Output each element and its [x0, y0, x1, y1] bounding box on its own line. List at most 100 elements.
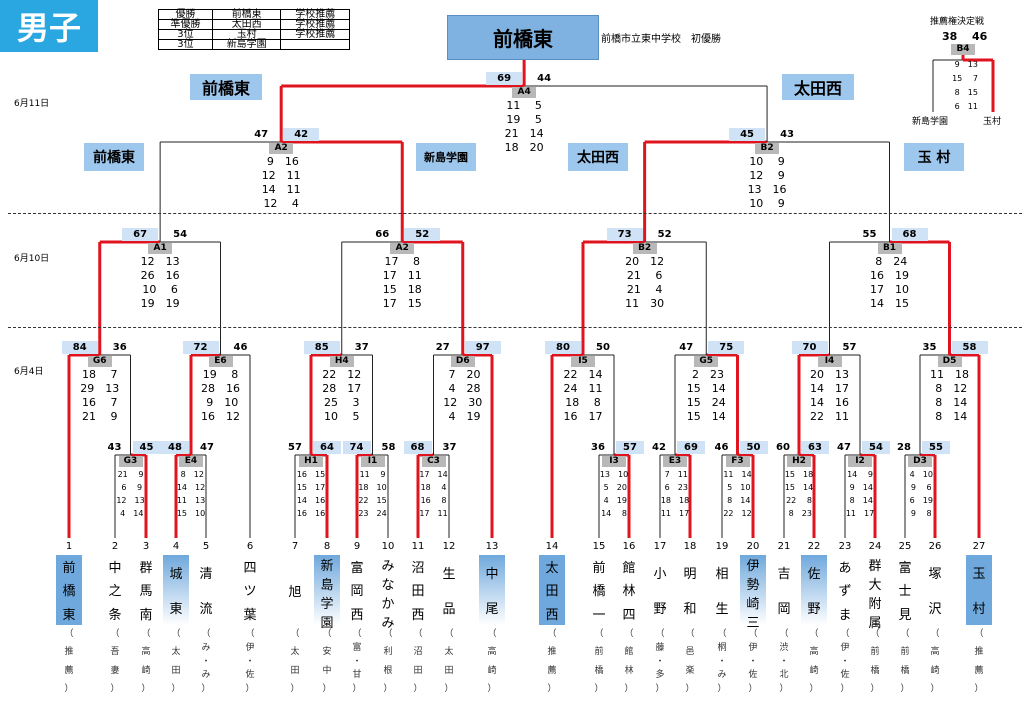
- team-name: 沼田西: [411, 561, 425, 623]
- gender-badge: 男子: [0, 0, 98, 52]
- team-district: （高崎）: [930, 629, 940, 694]
- team-district: （推薦）: [64, 629, 74, 694]
- match-set-scores: 20 13 14 17 14 16 22 11: [810, 368, 849, 423]
- team-number: 19: [715, 541, 729, 552]
- match-score-left: 36: [591, 442, 605, 453]
- team-name: 前橋一: [592, 561, 606, 623]
- team-district: （前橋）: [870, 629, 880, 694]
- team-name: 城東: [163, 555, 189, 625]
- team-district: （利根）: [383, 629, 393, 694]
- match-code: D3: [908, 456, 932, 467]
- match-score-left: 57: [288, 442, 302, 453]
- match-code: C3: [421, 456, 446, 467]
- match-score-right: 58: [381, 442, 396, 453]
- semi-label-3: 太田西: [568, 143, 628, 171]
- match-code: A2: [269, 143, 294, 154]
- match-code: A1: [148, 243, 173, 254]
- match-score-left: 55: [862, 229, 877, 240]
- match-set-scores: 10 9 12 9 13 16 10 9: [747, 155, 787, 210]
- match-score-right: 97: [464, 341, 501, 354]
- match-code: I2: [848, 456, 872, 467]
- match-score-right: 42: [283, 128, 320, 141]
- match-set-scores: 17 8 17 11 15 18 17 15: [382, 255, 422, 310]
- final-left-label: 前橋東: [190, 74, 262, 100]
- team-name: 館林四: [622, 561, 636, 623]
- results-table: 優勝前橋東学校推薦 準優勝太田西学校推薦 3位玉村学校推薦 3位新島学園: [158, 9, 350, 50]
- match-score-right: 55: [922, 441, 950, 454]
- champion-note: 前橋市立東中学校 初優勝: [601, 34, 721, 45]
- playoff-match-code: B4: [951, 44, 975, 55]
- result-team: 新島学園: [211, 39, 282, 50]
- semi-label-1: 前橋東: [84, 143, 144, 171]
- match-code: H4: [329, 356, 354, 367]
- match-set-scores: 14 9 9 14 8 14 11 17: [845, 470, 875, 518]
- team-name: 塚沢: [928, 567, 942, 617]
- match-set-scores: 8 12 14 12 11 13 15 10: [176, 470, 206, 518]
- result-place: 準優勝: [158, 19, 213, 30]
- team-name: 相生: [715, 567, 729, 617]
- match-score-left: 67: [122, 228, 159, 241]
- match-score-left: 85: [303, 341, 340, 354]
- team-number: 13: [485, 541, 499, 552]
- match-score-right: 69: [677, 441, 705, 454]
- result-note: 学校推薦: [280, 29, 350, 40]
- team-number: 7: [291, 541, 299, 552]
- match-set-scores: 22 14 24 11 18 8 16 17: [563, 368, 603, 423]
- match-code: D5: [937, 356, 962, 367]
- team-district: （藤・多）: [655, 629, 665, 694]
- match-score-right: 50: [596, 342, 610, 353]
- team-number: 6: [246, 541, 254, 552]
- match-score-right: 57: [842, 342, 857, 353]
- match-score-right: 64: [313, 441, 341, 454]
- team-district: （太田）: [444, 629, 454, 694]
- match-code: F3: [725, 456, 750, 467]
- match-score-right: 46: [233, 342, 248, 353]
- date-label: 6月10日: [14, 254, 50, 264]
- match-score-left: 69: [486, 72, 523, 85]
- match-score-left: 60: [776, 442, 790, 453]
- match-score-left: 47: [254, 129, 269, 140]
- team-name: 富士見: [898, 561, 912, 623]
- team-district: （渋・北）: [779, 629, 789, 694]
- team-district: （伊・佐）: [840, 629, 850, 694]
- team-number: 23: [838, 541, 852, 552]
- match-score-right: 54: [862, 441, 890, 454]
- match-set-scores: 20 12 21 6 21 4 11 30: [625, 255, 665, 310]
- match-code: I1: [360, 456, 385, 467]
- team-district: （沼田）: [413, 629, 423, 694]
- team-number: 27: [972, 541, 986, 552]
- team-number: 4: [172, 541, 180, 552]
- champion-box: 前橋東: [447, 15, 599, 60]
- team-number: 24: [868, 541, 882, 552]
- match-code: H1: [299, 456, 323, 467]
- team-number: 18: [683, 541, 697, 552]
- team-number: 20: [746, 541, 760, 552]
- team-name: 新島学園: [314, 555, 340, 631]
- match-code: A4: [512, 87, 537, 98]
- divider: [8, 327, 1022, 328]
- team-number: 11: [411, 541, 425, 552]
- match-score-right: 45: [132, 441, 161, 454]
- match-score-right: 50: [739, 441, 768, 454]
- match-code: E4: [179, 456, 203, 467]
- match-score-left: 43: [107, 442, 122, 453]
- match-score-left: 66: [375, 229, 390, 240]
- team-name: 明和: [683, 567, 697, 617]
- match-score-left: 80: [545, 341, 581, 354]
- match-code: G3: [118, 456, 143, 467]
- team-district: （吾妻）: [110, 629, 120, 694]
- divider: [8, 213, 1022, 214]
- team-name: 清流: [199, 567, 213, 617]
- match-code: B1: [877, 243, 902, 254]
- match-set-scores: 18 7 29 13 16 7 21 9: [80, 368, 120, 423]
- match-score-left: 48: [161, 441, 189, 454]
